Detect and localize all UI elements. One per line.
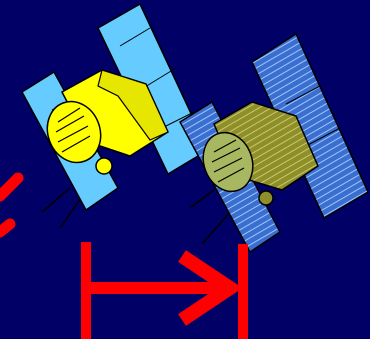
satellite-lens [46, 100, 102, 164]
lens-line [57, 125, 89, 143]
lens-line [213, 157, 243, 173]
lens-line [211, 147, 241, 163]
satellite-lens [202, 131, 254, 193]
antenna-left [189, 189, 215, 209]
lens-line [217, 167, 245, 183]
lens-line [213, 139, 237, 153]
motion-mark [0, 172, 24, 238]
satellite-dish [95, 157, 113, 175]
arrow-head [178, 250, 243, 326]
panel-divider [305, 127, 341, 147]
lens-line [57, 107, 81, 123]
displacement-arrow [81, 242, 248, 339]
lens-line [61, 135, 91, 153]
lens-line [55, 115, 85, 133]
panel-divider [161, 111, 195, 129]
antenna-lower [201, 209, 233, 245]
satellite-displaced [179, 32, 369, 254]
panel-divider [119, 27, 151, 47]
satellite-body-side [97, 69, 169, 141]
antenna-left [41, 187, 71, 213]
satellite-dish [258, 190, 274, 206]
panel-divider [285, 85, 321, 105]
satellite-original [21, 2, 209, 229]
